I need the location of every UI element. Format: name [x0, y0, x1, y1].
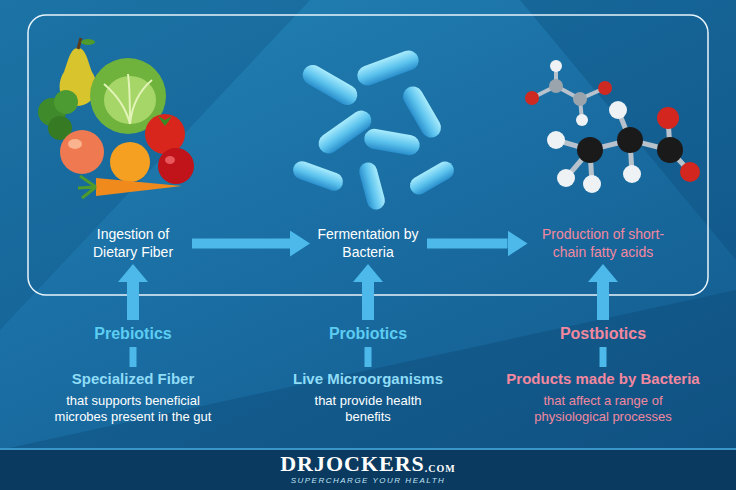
vegetable-illustration: [38, 38, 194, 198]
process-frame: [28, 15, 708, 295]
category-description: Specialized Fiber that supports beneficia…: [31, 370, 236, 425]
peach: [60, 130, 104, 174]
bacterium: [407, 158, 458, 198]
flow-arrow: [427, 239, 508, 249]
bacterium: [357, 160, 387, 211]
node-heading: Products made by Bacteria: [496, 370, 711, 389]
carbon-atom: [657, 137, 683, 163]
node-heading: Live Microorganisms: [283, 370, 453, 389]
logo-tagline: SUPERCHARGE YOUR HEALTH: [291, 477, 446, 485]
apple: [158, 148, 194, 184]
broccoli: [54, 90, 78, 114]
node-heading: Production of short-chain fatty acids: [531, 226, 676, 261]
hydrogen-atom: [550, 60, 562, 72]
category-description: Products made by Bacteria that affect a r…: [496, 370, 711, 425]
bacterium: [363, 127, 422, 156]
connector-bar: [130, 347, 137, 367]
node-body: that supports beneficial microbes presen…: [41, 393, 226, 426]
molecule-illustration: [525, 60, 700, 193]
carbon-atom: [577, 137, 603, 163]
hydrogen-atom: [576, 114, 588, 126]
process-step: Fermentation by Bacteria: [313, 226, 423, 261]
pear-leaf: [81, 39, 95, 45]
logo-text: DRJOCKERS: [280, 453, 425, 475]
footer-line: [0, 448, 736, 450]
tomato: [145, 114, 185, 154]
tomato-leaves: [158, 116, 172, 126]
cabbage-veins: [104, 74, 152, 124]
flow-arrow: [192, 239, 290, 249]
carrot: [96, 178, 182, 196]
hydrogen-atom: [557, 169, 575, 187]
node-heading: Fermentation by Bacteria: [313, 226, 423, 261]
category-heading: Probiotics: [298, 324, 438, 344]
carbon-atom: [617, 127, 643, 153]
connector-bar: [365, 347, 372, 367]
oxygen-atom: [657, 107, 679, 129]
node-heading: Specialized Fiber: [31, 370, 236, 389]
category-heading: Postbiotics: [533, 324, 673, 344]
footer-band: [0, 450, 736, 490]
node-heading: Prebiotics: [63, 324, 203, 344]
hydrogen-atom: [623, 165, 641, 183]
process-step: Production of short-chain fatty acids: [531, 226, 676, 261]
bacterium: [355, 48, 422, 89]
connector-bar: [600, 347, 607, 367]
bg-shape: [520, 0, 736, 260]
category-description: Live Microorganisms that provide health b…: [283, 370, 453, 425]
carbon-atom: [573, 92, 587, 106]
logo-suffix: .COM: [425, 464, 456, 474]
carbon-atom: [549, 79, 563, 93]
node-body: that affect a range of physiological pro…: [518, 393, 688, 426]
bg-shape: [0, 0, 310, 330]
hydrogen-atom: [609, 101, 627, 119]
bacteria-illustration: [290, 48, 457, 212]
bacterium: [399, 83, 444, 141]
node-body: that provide health benefits: [298, 393, 438, 426]
flow-arrow: [597, 282, 609, 320]
apple-highlight: [165, 156, 175, 164]
bacterium: [299, 61, 361, 108]
flow-arrow: [127, 282, 139, 320]
category-heading: Prebiotics: [63, 324, 203, 344]
flow-arrow: [362, 282, 374, 320]
orange: [110, 142, 150, 182]
molecule-bonds: [532, 66, 605, 120]
pear-stem: [78, 38, 81, 49]
oxygen-atom: [525, 91, 539, 105]
carrot-leaves: [78, 176, 96, 198]
peach-highlight: [68, 139, 82, 149]
bacterium: [290, 159, 345, 194]
bacterium: [315, 107, 376, 158]
hydrogen-atom: [583, 175, 601, 193]
process-step: Ingestion of Dietary Fiber: [78, 226, 188, 261]
oxygen-atom: [598, 81, 612, 95]
node-heading: Probiotics: [298, 324, 438, 344]
hydrogen-atom: [547, 131, 565, 149]
oxygen-atom: [680, 162, 700, 182]
node-heading: Ingestion of Dietary Fiber: [78, 226, 188, 261]
node-heading: Postbiotics: [533, 324, 673, 344]
